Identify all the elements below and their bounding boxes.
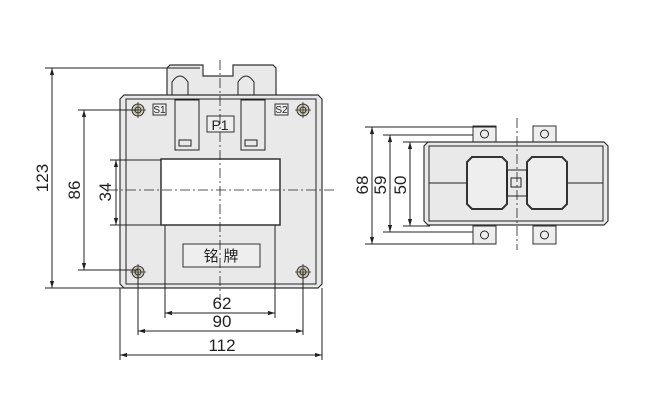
dim-59: 59 xyxy=(371,176,390,195)
nameplate xyxy=(182,243,261,268)
window xyxy=(160,158,281,226)
dim-112: 112 xyxy=(208,336,235,355)
side-view: 68 59 50 xyxy=(353,118,609,250)
dim-50: 50 xyxy=(391,176,410,195)
terminal-s2-label: S2 xyxy=(275,105,288,116)
dim-34: 34 xyxy=(96,183,115,202)
dim-62: 62 xyxy=(213,294,232,313)
core-left xyxy=(466,156,508,210)
dim-123: 123 xyxy=(33,164,52,192)
terminal-s1-label: S1 xyxy=(153,105,166,116)
front-view: 铭 牌 P1 S1 S2 123 86 34 62 90 112 xyxy=(33,60,336,360)
dim-86: 86 xyxy=(65,181,84,200)
core-right xyxy=(526,156,568,210)
terminal-block xyxy=(166,64,277,101)
dim-90: 90 xyxy=(213,312,232,331)
terminal-p1-label: P1 xyxy=(211,117,228,133)
dim-68: 68 xyxy=(353,176,372,195)
nameplate-text: 铭 牌 xyxy=(204,247,239,265)
